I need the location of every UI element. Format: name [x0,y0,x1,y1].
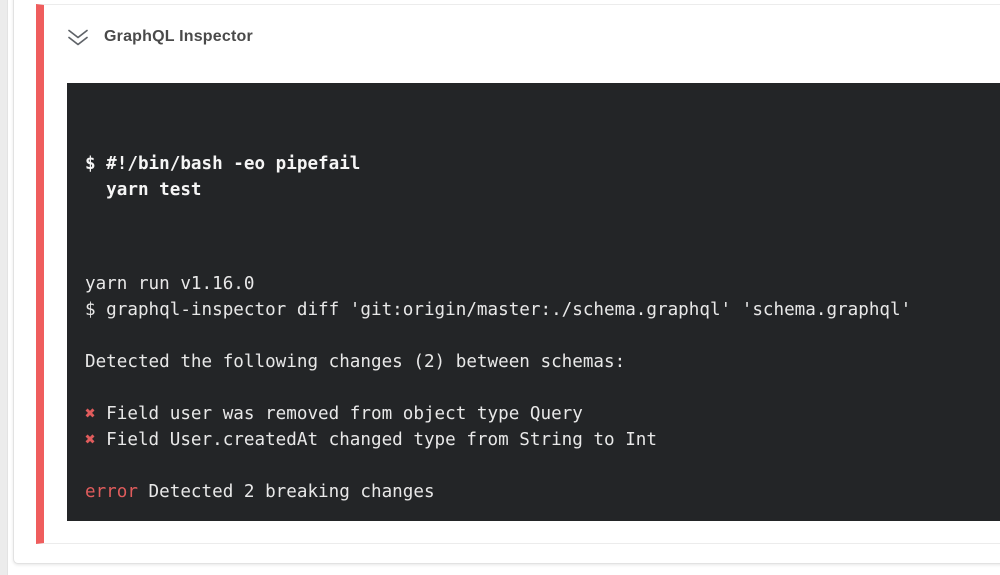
terminal-line: yarn run v1.16.0 [85,274,255,294]
terminal-line [85,323,1000,349]
terminal-line [85,453,1000,479]
terminal-log-block: yarn run v1.16.0 $ graphql-inspector diff… [85,271,1000,521]
job-step-card: GraphQL Inspector $ #!/bin/bash -eo pipe… [13,0,1000,564]
terminal-line: ✖ Field user was removed from object typ… [85,404,583,424]
terminal-output: $ #!/bin/bash -eo pipefail yarn test yar… [67,83,1000,521]
terminal-line: error Detected 2 breaking changes [85,482,435,502]
terminal-line: Detected the following changes (2) betwe… [85,352,626,372]
step-header[interactable]: GraphQL Inspector [66,25,253,49]
terminal-line [85,375,1000,401]
failed-step-row: GraphQL Inspector $ #!/bin/bash -eo pipe… [36,4,1000,544]
step-title: GraphQL Inspector [104,28,253,45]
terminal-line [85,505,1000,521]
terminal-command-line: yarn test [85,180,202,200]
terminal-command-block: $ #!/bin/bash -eo pipefail yarn test [85,151,1000,203]
terminal-line: $ graphql-inspector diff 'git:origin/mas… [85,300,912,320]
terminal-line: ✖ Field User.createdAt changed type from… [85,430,657,450]
double-chevron-down-icon[interactable] [66,28,90,47]
page-gutter [0,0,8,575]
terminal-command-line: $ #!/bin/bash -eo pipefail [85,154,361,174]
